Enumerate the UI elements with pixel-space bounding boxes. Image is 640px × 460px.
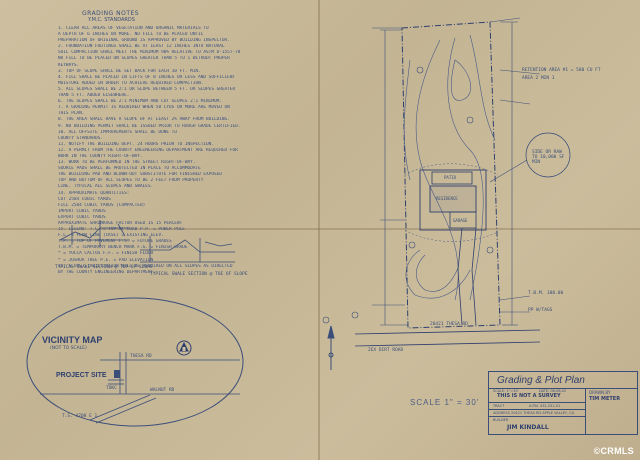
notes-line: MOISTURE ADDED IN ORDER TO ACHIEVE REQUI… xyxy=(58,80,204,86)
date-field: DATE: 08-08-02 xyxy=(539,389,567,393)
notes-subtitle: Y.M.C. STANDARDS xyxy=(88,17,135,23)
owner-name: JIM KINDALL xyxy=(507,424,549,431)
notes-line: 3. TOP OF SLOPE SHALL BE SET BACK FOR EA… xyxy=(58,68,201,74)
road-label-walnut: WALNUT RD xyxy=(150,388,175,393)
notes-line: 13. WORK TO BE PERFORMED IN THE STREET R… xyxy=(58,160,196,166)
contour-lines xyxy=(403,34,496,301)
notes-line: * = JOSHUA TREE P.E. = PAD ELEVATION xyxy=(58,257,154,263)
apn-field: A.P.N. 431-251-01 xyxy=(529,404,561,408)
tree-symbols xyxy=(322,66,494,324)
notes-line: 11. NOTIFY THE BUILDING DEPT. 24 HOURS P… xyxy=(58,141,214,147)
retention-callout xyxy=(525,132,571,178)
pp-note: PP W/TAGS xyxy=(528,308,553,313)
swale-caption-right: TYPICAL SWALE SECTION @ TOE OF SLOPE xyxy=(150,272,248,277)
notes-line: 14. APPROXIMATE QUANTITIES: xyxy=(58,190,130,196)
vicinity-roads xyxy=(40,352,240,424)
title-block-title: Grading & Plot Plan xyxy=(497,375,585,386)
garage xyxy=(449,211,477,229)
swale-caption-left: TYPICAL SWALE SECTION @ TOP OF SLOPE xyxy=(55,265,153,270)
builder-field: BUILDER xyxy=(493,418,509,422)
fold-line-vertical xyxy=(318,0,320,460)
scale-label: SCALE 1" = 30' xyxy=(410,398,480,407)
project-site-label: PROJECT SITE xyxy=(56,372,107,379)
notes-line: THIS PLAN. xyxy=(58,111,85,117)
address-label: 20421 THESA RD xyxy=(430,322,468,327)
title-block: Grading & Plot Plan SCALE: 1"=30' DATE: … xyxy=(488,371,638,435)
notes-line: LINE. TYPICAL ALL SLOPES AND SWALES. xyxy=(58,184,154,190)
notes-line: 1. CLEAR ALL AREAS OF VEGETATION AND ORG… xyxy=(58,26,209,31)
notes-line: NO FILL TO BE PLACED ON SLOPES GREATER T… xyxy=(58,56,230,62)
notes-line: SOURCE PADS SHALL BE PROTECTED IN PLACE … xyxy=(58,166,201,172)
notes-line: 6. THE SLOPES SHALL BE 2:1 MINIMUM AND C… xyxy=(58,99,222,105)
notes-line: THAN 5 FT. ADDED ELSEWHERE. xyxy=(58,93,130,99)
notes-line: 8. THE AREA SHALL HAVE A SLOPE OF AT LEA… xyxy=(58,117,230,123)
elevation-leaders xyxy=(372,17,541,313)
vicinity-map-subtitle: (NOT TO SCALE) xyxy=(50,346,87,351)
driveway xyxy=(457,227,477,326)
road-label-tokc: TOKC xyxy=(106,386,117,391)
notes-line: T.B.M. = TEMPORARY BENCH MARK F.G. = FIN… xyxy=(58,245,188,251)
notes-line: F.L. = FLOW LINE (CKSE) = EXISTING ELEV. xyxy=(58,233,164,239)
garage-label: GARAGE xyxy=(453,218,468,223)
residence xyxy=(429,185,477,213)
patio-label: PATIO xyxy=(444,175,457,180)
swale-detail-right xyxy=(140,236,235,263)
notes-line: IMPORT CUBIC YARDS xyxy=(58,208,106,214)
north-arrow-plan-icon xyxy=(327,325,335,370)
notes-line: T.P. = TOP OF PAVEMENT F.S. = FUTURE GRA… xyxy=(58,239,172,245)
dimension-lines xyxy=(380,21,518,326)
vicinity-map-oval xyxy=(26,297,244,427)
swale-detail-left xyxy=(59,220,130,246)
not-a-survey-label: THIS IS NOT A SURVEY xyxy=(497,393,561,399)
notes-line: * = YUCCA CACTUS F.F. = FINISH FLOOR xyxy=(58,251,154,257)
notes-line: SOIL COMPACTION SHALL MEET THE MINIMUM 9… xyxy=(58,50,241,56)
vicinity-map-title: VICINITY MAP xyxy=(42,335,103,345)
north-arrow-icon xyxy=(176,340,192,356)
residence-label: RESIDENCE xyxy=(436,196,458,201)
retention-note-2: AREA 2 MIN 1 xyxy=(522,76,555,81)
road-label-lower: T.S. 4708 E 1 xyxy=(62,414,98,419)
drawn-by-label: DRAWN BY xyxy=(589,390,611,395)
notes-line: 4. FILL SHALL BE PLACED IN LIFTS OF 8 IN… xyxy=(58,74,236,80)
notes-line: APPROXIMATE SHRINKAGE FACTOR USED IS 15 … xyxy=(58,221,183,226)
notes-line: 16. SLOPE STABILIZATION WILL BE REQUIRED… xyxy=(58,263,233,269)
notes-line: PREPARATION OF ORIGINAL GROUND IS APPROV… xyxy=(58,38,230,44)
notes-line: KEYWAYS. xyxy=(58,62,80,68)
retention-note: RETENTION AREA #1 = 580 CU FT xyxy=(522,68,601,73)
notes-line: WORK IN THE COUNTY RIGHT-OF-WAY. xyxy=(58,153,143,159)
street-label: 2EX DIRT ROAD xyxy=(368,348,404,353)
road-label-thesa: THESA RD xyxy=(130,354,152,359)
notes-line: EXPORT CUBIC YARDS xyxy=(58,214,106,220)
patio xyxy=(431,171,473,185)
notes-line: BY THE COUNTY ENGINEERING DEPARTMENT. xyxy=(58,269,156,275)
watermark-label: ©CRMLS xyxy=(593,446,634,456)
tract-field: TRACT xyxy=(493,404,505,408)
notes-line: 7. A GRADING PERMIT IS REQUIRED WHEN 50 … xyxy=(58,105,230,111)
fold-line-horizontal xyxy=(0,228,640,230)
notes-line: FILL 2584 CUBIC YARDS (COMPACTED) xyxy=(58,202,146,208)
notes-line: 9. NO BUILDING PERMIT SHALL BE ISSUED PR… xyxy=(58,123,241,129)
notes-line: 5. ALL SLOPES SHALL BE 2:1 OR SLOPE BETW… xyxy=(58,86,236,92)
notes-line: 2. FOUNDATION FOOTINGS SHALL BE AT LEAST… xyxy=(58,44,225,50)
drawn-by-name: TIM METER xyxy=(589,396,621,402)
street xyxy=(354,329,541,347)
notes-title: GRADING NOTES xyxy=(82,10,140,17)
project-site-marker xyxy=(114,370,120,378)
notes-line: THE BUILDING PAD AND BLOWN-OUT SUBSTITUT… xyxy=(58,172,222,178)
tbm-note: T.B.M. 100.00 xyxy=(528,291,564,296)
building-pad xyxy=(419,169,487,231)
notes-line: COUNTY STANDARDS. xyxy=(58,135,103,141)
address-field: ADDRESS 20421 THESA RD APPLE VALLEY, CA xyxy=(493,411,575,415)
property-boundary xyxy=(401,21,501,329)
notes-line: TOP AND BOTTOM OF ALL SLOPES TO BE 2 FEE… xyxy=(58,178,204,184)
scale-field: SCALE: 1"=30' xyxy=(493,389,519,393)
notes-line: 10. ALL OFFSITE IMPROVEMENTS SHALL BE DO… xyxy=(58,129,177,135)
notes-line: 12. A PERMIT FROM THE COUNTY ENGINEERING… xyxy=(58,147,238,153)
notes-line: CUT 2584 CUBIC YARDS xyxy=(58,196,111,202)
slope-limits xyxy=(404,163,499,242)
circle-note: SIDE OR RAW TO 10,000 SF MIN xyxy=(532,150,565,165)
notes-line: A DEPTH OF 6 INCHES OR MORE. NO FILL TO … xyxy=(58,32,204,38)
